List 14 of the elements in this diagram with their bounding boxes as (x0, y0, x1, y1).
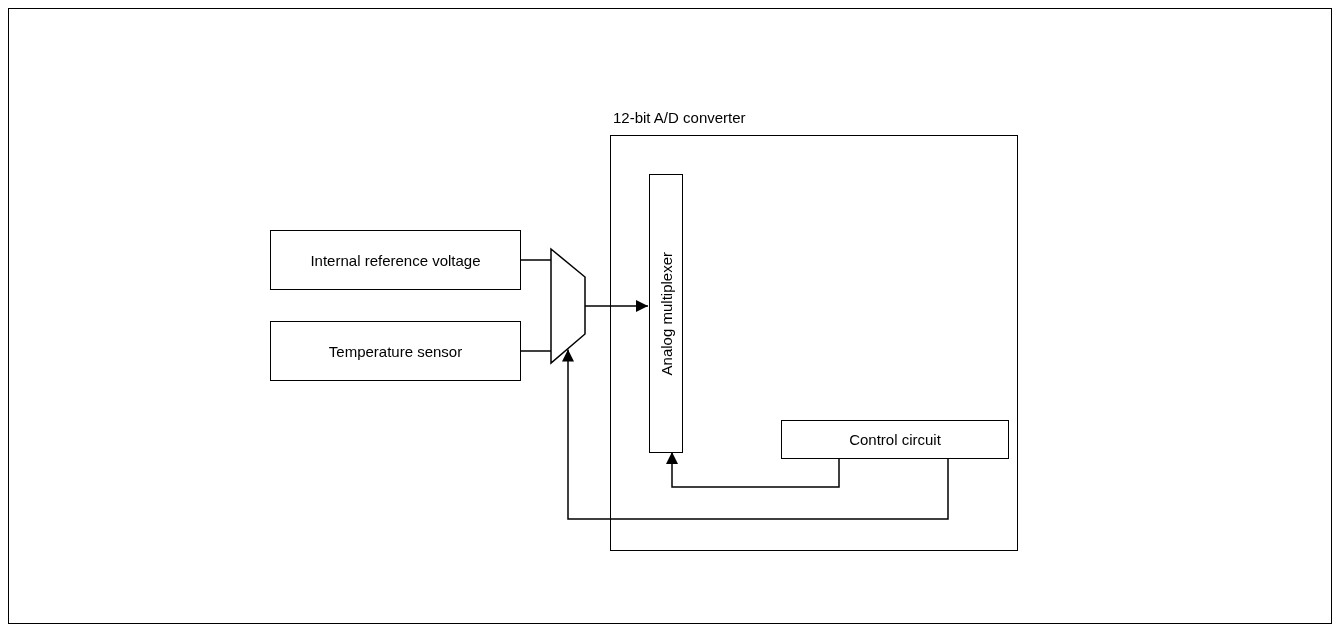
connector-line (520, 350, 552, 352)
block-label: Control circuit (849, 431, 941, 448)
block-label: Internal reference voltage (310, 251, 481, 269)
arrow (666, 451, 840, 488)
block-label: Temperature sensor (328, 342, 463, 360)
block-box (781, 420, 1009, 459)
connector-line (520, 259, 552, 261)
block-title: 12-bit A/D converter (613, 109, 746, 126)
block-box (270, 321, 521, 381)
block-label: Analog multiplexer (657, 251, 675, 376)
block-box (649, 174, 683, 453)
block-box (270, 230, 521, 290)
multiplexer-symbol (550, 247, 586, 365)
arrow (562, 348, 949, 520)
